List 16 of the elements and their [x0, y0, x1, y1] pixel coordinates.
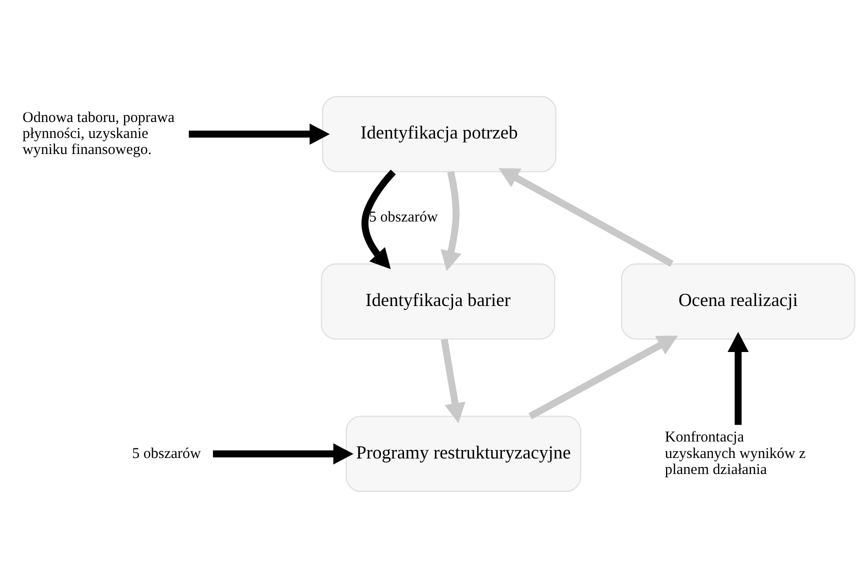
arrow — [188, 123, 330, 144]
node-box: Identyfikacja barier — [320, 262, 556, 340]
arrow — [728, 331, 749, 424]
node-box: Ocena realizacji — [621, 262, 856, 340]
node-box: Identyfikacja potrzeb — [322, 96, 556, 172]
node-text: 5 obszarów — [132, 445, 201, 462]
node-box: Programy restrukturyzacyjne — [346, 415, 582, 492]
node-text: Odnowa taboru, poprawa płynności, uzyskanie wyniku finansowego. — [22, 109, 175, 158]
arrow — [440, 338, 466, 423]
arrow — [362, 169, 396, 269]
arrow — [440, 170, 462, 271]
arrow — [498, 168, 674, 266]
edge-label: 5 obszarów — [369, 209, 438, 226]
node-text: Konfrontacja uzyskanych wyników z planem działania — [664, 429, 806, 478]
arrow — [212, 442, 354, 464]
arrow — [528, 335, 678, 419]
